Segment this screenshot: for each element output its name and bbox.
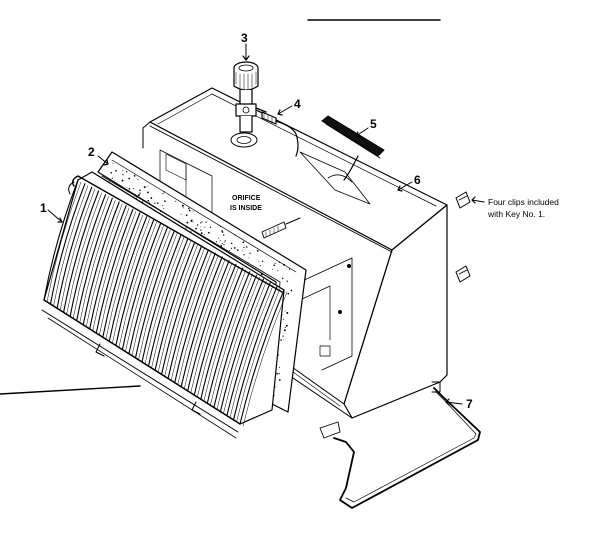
clip-note-line2: with Key No. 1. (487, 209, 545, 219)
clip-note-line1: Four clips included (488, 197, 559, 207)
callout-4: 4 (294, 97, 301, 111)
heater-housing (142, 87, 448, 439)
burner-port (230, 132, 258, 148)
callout-3: 3 (241, 31, 248, 45)
igniter-assembly (261, 111, 299, 157)
leader-lines (47, 43, 485, 406)
front-grille (41, 171, 288, 439)
callout-2: 2 (88, 145, 95, 159)
bottom-rule (0, 385, 141, 395)
clip-icon (455, 191, 471, 209)
callout-7: 7 (466, 397, 473, 411)
top-vent-cutout (299, 151, 371, 205)
orifice-fitting (261, 217, 301, 239)
clip-icon-lower (455, 265, 471, 283)
orifice-label-line2: IS INSIDE (230, 205, 262, 212)
control-knob-assembly (233, 61, 267, 133)
orifice-label-line1: ORIFICE (232, 195, 261, 202)
callout-6: 6 (414, 173, 421, 187)
radiant-bar (321, 115, 385, 181)
callout-5: 5 (370, 117, 377, 131)
wire-stand (333, 387, 481, 509)
callout-1: 1 (40, 201, 47, 215)
grille-bars (43, 179, 288, 427)
